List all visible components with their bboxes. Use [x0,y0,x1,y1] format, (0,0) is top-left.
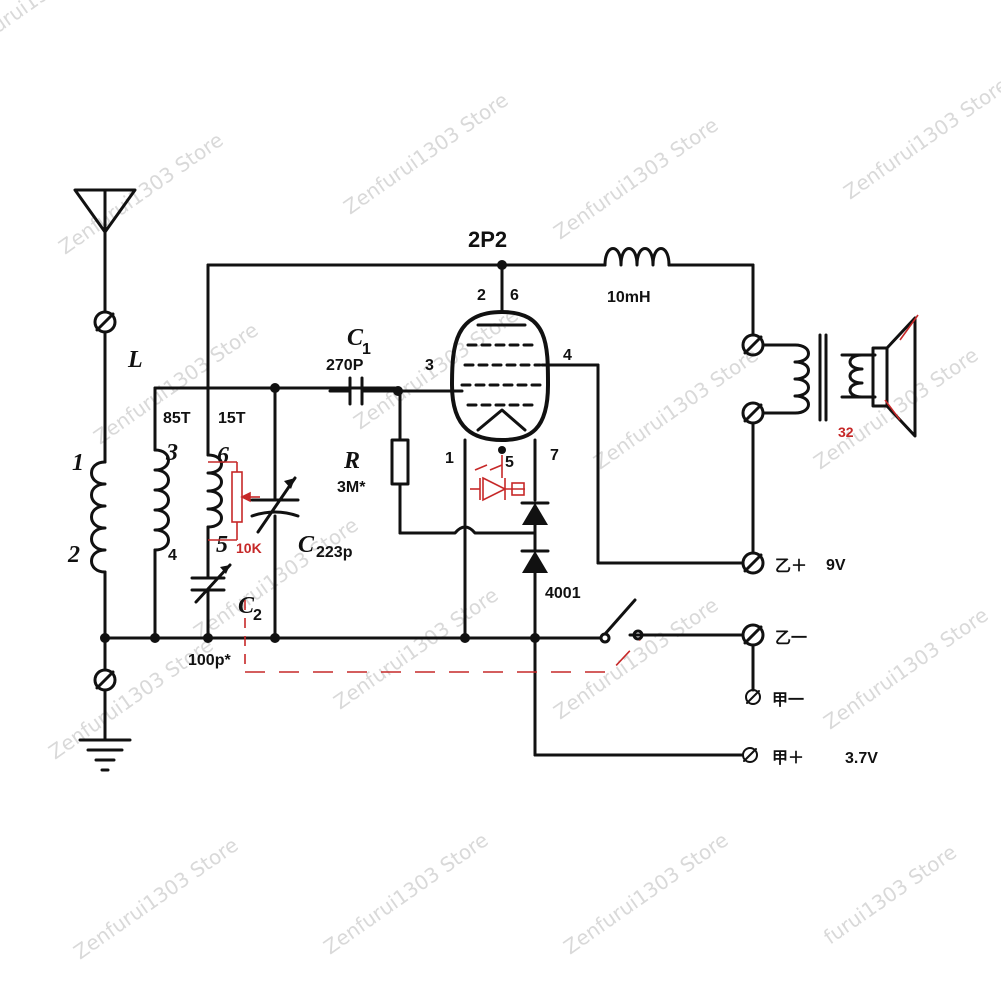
tuning-coil-pin4: 4 [168,547,177,564]
tuning-cap-value: 223p [316,544,353,561]
watermark: Zenfurui1303 Store [329,583,502,714]
switch-link-dashed [245,639,641,673]
coupling-cap-name: C [347,325,364,351]
trimmer-cap-name: C [238,593,255,619]
watermark: Zenfurui1303 Store [69,833,242,964]
tube-pin7: 7 [550,447,559,464]
coupling-cap-subscript: 1 [362,341,371,358]
terminal-output-bottom [741,401,765,425]
tube-pin1: 1 [445,450,454,467]
antenna-symbol [73,188,137,234]
tube-pin5: 5 [505,454,514,471]
tuning-coil-pin5: 5 [216,532,228,558]
potentiometer-annotation [208,461,260,541]
output-transformer-secondary [848,353,864,399]
watermark: Zenfurui1303 Store [549,593,722,724]
watermarks: Zenfurui1303 Store Zenfurui1303 Store Ze… [0,0,1001,964]
tube-pin6: 6 [510,287,519,304]
tube-pin2: 2 [477,287,486,304]
tuning-coil-secondary [206,453,223,529]
coupling-cap-value: 270P [326,357,364,374]
watermark: Zenfurui1303 Store [589,343,762,474]
watermark: Zenfurui1303 Store [809,343,982,474]
junction-dot [498,446,506,454]
antenna-coil-pin2: 2 [67,542,80,568]
tuning-cap-name: C [298,532,315,558]
tuning-coil-secondary-turns: 15T [218,410,246,427]
terminal-a-plus-label: 甲＋ [772,749,804,767]
junction-dot [150,633,160,643]
tuning-coil-primary-turns: 85T [163,410,191,427]
power-switch [599,598,644,644]
diode-upper [520,501,550,525]
choke-value: 10mH [607,289,651,306]
terminal-b-minus [741,623,765,647]
tube-name: 2P2 [468,227,507,252]
watermark: Zenfurui1303 Store [0,0,123,64]
terminal-a-minus [745,689,761,705]
output-transformer-primary [793,343,810,415]
terminal-a-plus-voltage: 3.7V [845,750,878,767]
tuning-capacitor [250,476,300,534]
grid-resistor-name: R [343,448,360,474]
watermark: furui1303 Store [819,840,961,949]
watermark: Zenfurui1303 Store [339,88,512,219]
pot-value: 10K [236,540,262,556]
wire [398,525,537,535]
watermark: Zenfurui1303 Store [819,603,992,734]
speaker-impedance: 32 [838,424,854,440]
tube-pin3: 3 [425,357,434,374]
diode-value: 4001 [545,585,581,602]
grid-resistor-value: 3M* [337,479,366,496]
antenna-coil-label: L [127,347,143,373]
terminal-antenna [93,310,117,334]
antenna-coil [90,460,107,574]
junction-dot [460,633,470,643]
terminal-b-minus-label: 乙一 [775,630,807,647]
watermark: Zenfurui1303 Store [54,128,227,259]
diode-lower [520,549,550,573]
terminal-b-plus-voltage: 9V [826,557,846,574]
trimmer-cap-subscript: 2 [253,607,262,624]
grid-resistor [390,438,410,486]
tuning-coil-pin6: 6 [217,443,229,469]
tuning-coil-primary [153,448,170,552]
choke-coil [603,247,671,267]
watermark: Zenfurui1303 Store [89,318,262,449]
speaker-icon [871,314,919,438]
terminal-ground [93,668,117,692]
watermark: Zenfurui1303 Store [319,828,492,959]
terminal-b-plus [741,551,765,575]
junction-dot [270,633,280,643]
trimmer-capacitor [190,558,232,604]
junction-dot [203,633,213,643]
watermark: Zenfurui1303 Store [549,113,722,244]
watermark: Zenfurui1303 Store [839,73,1001,204]
led-annotation [470,455,525,502]
ground-symbol [78,738,132,772]
junction-dot [530,633,540,643]
tube-pin4: 4 [563,347,572,364]
vacuum-tube [450,310,550,442]
watermark: Zenfurui1303 Store [559,828,732,959]
antenna-coil-pin1: 1 [72,450,84,476]
terminal-a-plus [742,747,758,763]
trimmer-cap-value: 100p* [188,652,231,669]
terminal-a-minus-label: 甲一 [772,691,804,709]
terminal-b-plus-label: 乙＋ [775,558,807,575]
